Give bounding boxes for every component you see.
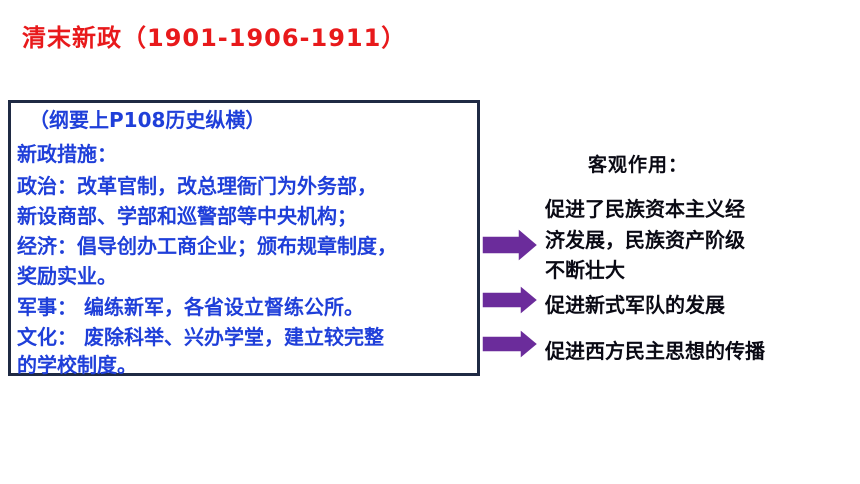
effect-capitalism-line-3: 不断壮大 [545, 258, 625, 282]
box-source-note: （纲要上P108历史纵横） [29, 108, 266, 132]
arrow-right-icon [481, 327, 540, 361]
box-culture-line-2: 的学校制度。 [17, 353, 137, 377]
box-measures-heading: 新政措施： [17, 142, 117, 166]
effect-democracy: 促进西方民主思想的传播 [545, 339, 765, 363]
box-politics-line-1: 政治：改革官制，改总理衙门为外务部， [17, 174, 377, 198]
effect-capitalism-line-2: 济发展，民族资产阶级 [545, 228, 745, 252]
arrow-right-icon [481, 226, 540, 264]
measures-box: （纲要上P108历史纵横） 新政措施： 政治：改革官制，改总理衙门为外务部， 新… [8, 100, 480, 377]
box-politics-line-2: 新设商部、学部和巡警部等中央机构； [17, 204, 357, 228]
effects-heading: 客观作用： [588, 154, 689, 176]
slide-title: 清末新政（1901-1906-1911） [22, 24, 407, 52]
effect-capitalism-line-1: 促进了民族资本主义经 [545, 197, 745, 221]
effect-military: 促进新式军队的发展 [545, 293, 725, 317]
box-culture-line-1: 文化： 废除科举、兴办学堂，建立较完整 [17, 325, 384, 349]
arrow-right-icon [481, 283, 540, 317]
box-economy-line-2: 奖励实业。 [17, 264, 117, 288]
box-military-line: 军事： 编练新军，各省设立督练公所。 [17, 295, 364, 319]
box-economy-line-1: 经济：倡导创办工商企业；颁布规章制度， [17, 234, 397, 258]
